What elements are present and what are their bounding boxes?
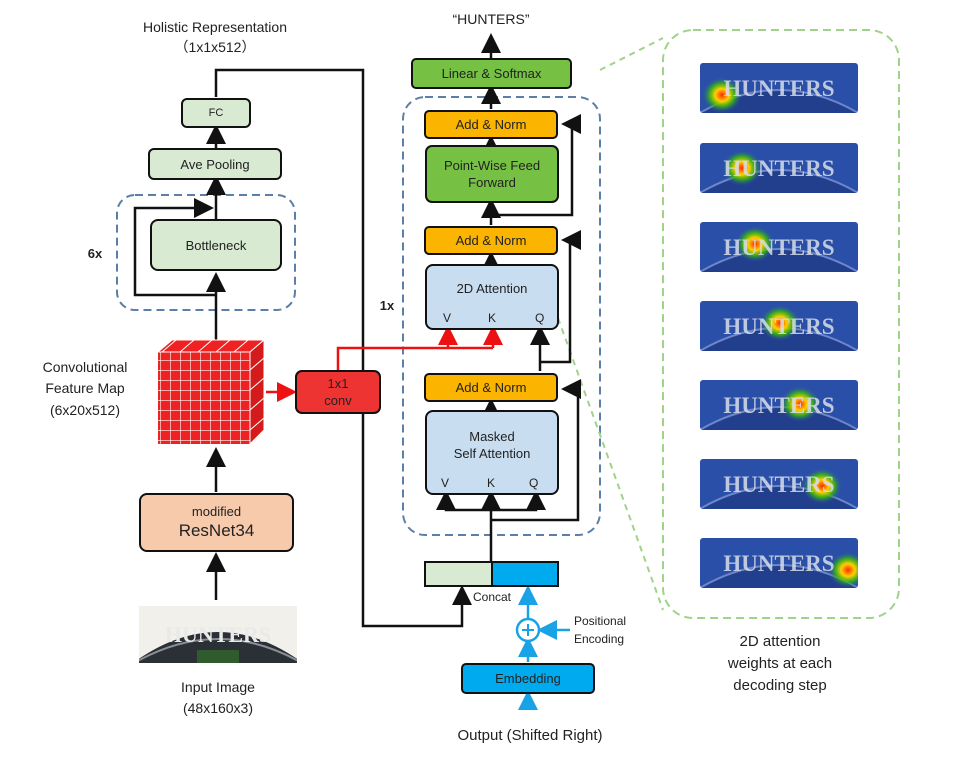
attn-caption-line2: weights at each: [727, 655, 833, 672]
conv1x1-block: 1x1 conv: [295, 370, 381, 414]
masked-attention-block: Masked Self Attention: [425, 410, 559, 495]
bottleneck-label: Bottleneck: [185, 237, 247, 253]
attention-step-5: HUNTERS: [700, 380, 858, 430]
input-image-dims: (48x160x3): [182, 700, 254, 716]
attention-weights-group: [662, 29, 900, 619]
input-image-word: HUNTERS: [165, 622, 271, 647]
pos-enc-line1: Positional: [574, 614, 627, 628]
attn2d-port-v: V: [443, 311, 452, 325]
output-shifted-label: Output (Shifted Right): [457, 727, 603, 744]
masked-port-v: V: [441, 476, 450, 490]
attention-step-1: HUNTERS: [700, 63, 858, 113]
add-norm-top-label: Add & Norm: [455, 117, 527, 132]
attention-step-2: HUNTERS: [700, 143, 858, 193]
attn-caption-line3: decoding step: [733, 677, 827, 694]
conv-map-line1: Convolutional: [42, 359, 128, 375]
input-image: HUNTERS: [139, 606, 297, 663]
add-norm-top: Add & Norm: [424, 110, 558, 139]
ave-pooling-label: Ave Pooling: [180, 156, 250, 172]
attn2d-port-k: K: [488, 311, 497, 325]
attn-caption-line1: 2D attention: [739, 633, 821, 650]
linear-softmax-block: Linear & Softmax: [411, 58, 572, 89]
ffn-line2: Forward: [468, 175, 516, 190]
attention-thumb-word: HUNTERS: [723, 156, 834, 181]
add-norm-mid: Add & Norm: [424, 226, 558, 255]
attention-2d-block: 2D Attention: [425, 264, 559, 330]
pos-enc-line2: Encoding: [574, 632, 625, 646]
resnet-main-label: ResNet34: [178, 521, 255, 540]
repeat-6x-label: 6x: [87, 246, 103, 261]
attention-2d-label: 2D Attention: [456, 281, 528, 296]
feed-forward-block: Point-Wise Feed Forward: [425, 145, 559, 203]
attention-step-3: HUNTERS: [700, 222, 858, 272]
conv-map-line2: Feature Map: [45, 380, 125, 396]
concat-embedding-part: [492, 563, 557, 585]
concat-holistic-part: [426, 563, 493, 585]
attention-step-7: HUNTERS: [700, 538, 858, 588]
input-image-label: Input Image: [181, 679, 255, 695]
concat-bar: [424, 561, 559, 587]
masked-port-k: K: [487, 476, 496, 490]
masked-line2: Self Attention: [453, 446, 531, 461]
resnet-top-label: modified: [191, 504, 242, 519]
fc-block: FC: [181, 98, 251, 128]
conv-map-dims: (6x20x512): [49, 402, 121, 418]
attention-thumb-word: HUNTERS: [723, 551, 834, 576]
holistic-title: Holistic Representation: [143, 19, 287, 35]
masked-port-q: Q: [529, 476, 539, 490]
ffn-line1: Point-Wise Feed: [443, 158, 541, 173]
add-norm-bottom: Add & Norm: [424, 373, 558, 402]
add-norm-bottom-label: Add & Norm: [455, 380, 527, 395]
fc-label: FC: [208, 106, 224, 119]
holistic-dims: （1x1x512）: [174, 39, 256, 55]
conv1x1-line2: conv: [324, 393, 352, 408]
attention-thumb-word: HUNTERS: [723, 472, 834, 497]
repeat-1x-label: 1x: [379, 298, 395, 313]
attention-thumb-word: HUNTERS: [723, 393, 834, 418]
attn2d-port-q: Q: [535, 311, 545, 325]
embedding-block: Embedding: [461, 663, 595, 694]
concat-label: Concat: [472, 590, 512, 604]
conv1x1-line1: 1x1: [327, 376, 349, 391]
attention-step-6: HUNTERS: [700, 459, 858, 509]
attention-thumb-word: HUNTERS: [723, 235, 834, 260]
resnet-block: modified ResNet34: [139, 493, 294, 552]
attention-thumb-word: HUNTERS: [723, 76, 834, 101]
embedding-label: Embedding: [495, 671, 561, 686]
input-image-art: HUNTERS: [139, 622, 297, 663]
add-norm-mid-label: Add & Norm: [455, 233, 527, 248]
output-text: “HUNTERS”: [452, 11, 530, 27]
ave-pooling-block: Ave Pooling: [148, 148, 282, 180]
attention-thumb-word: HUNTERS: [723, 314, 834, 339]
masked-line1: Masked: [469, 429, 515, 444]
encoder-6x-group: [116, 194, 296, 311]
linear-softmax-label: Linear & Softmax: [441, 66, 542, 81]
decoder-1x-group: [402, 96, 601, 536]
attention-step-4: HUNTERS: [700, 301, 858, 351]
bottleneck-block: Bottleneck: [150, 219, 282, 271]
